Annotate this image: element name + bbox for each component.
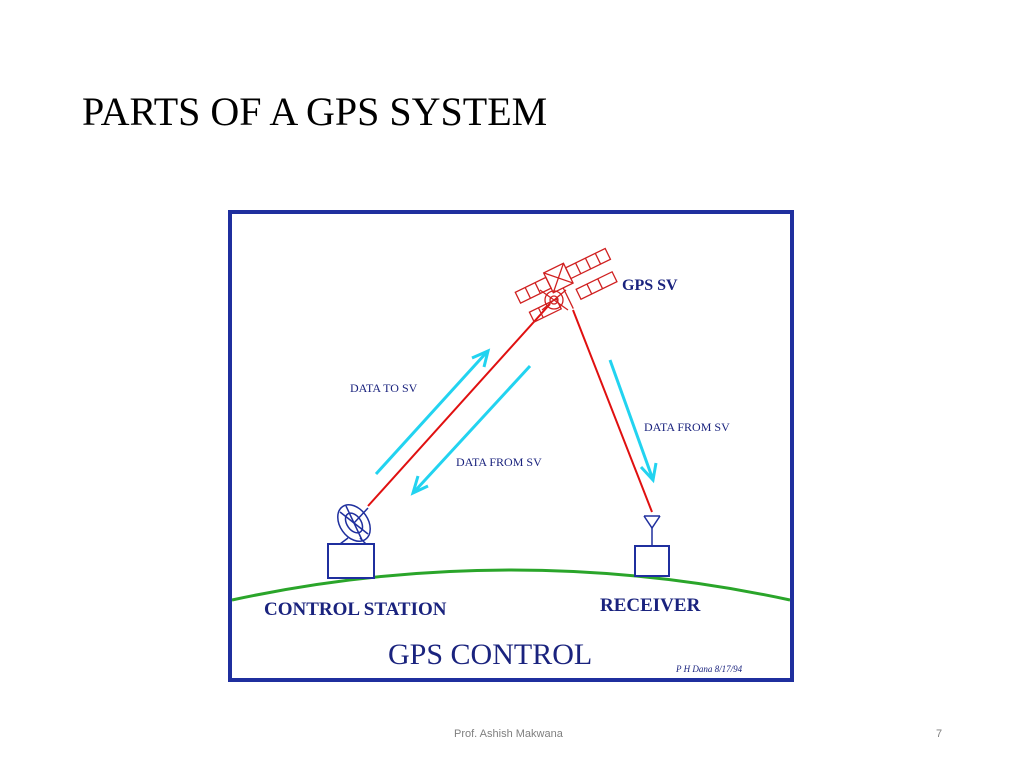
- dish-antenna-icon: [337, 504, 371, 545]
- label-data-from-sv-right: DATA FROM SV: [644, 420, 730, 434]
- footer-author: Prof. Ashish Makwana: [454, 728, 563, 740]
- label-data-from-sv-left: DATA FROM SV: [456, 455, 542, 469]
- diagram-frame: [228, 210, 794, 682]
- downlink-signal-line: [572, 309, 653, 513]
- control-station-building: [327, 543, 375, 579]
- diagram-svg: GPS SV DATA TO SV DATA FROM SV DATA FROM…: [228, 210, 794, 682]
- page-number: 7: [936, 728, 943, 740]
- label-receiver: RECEIVER: [600, 595, 701, 616]
- earth-surface: [231, 568, 791, 602]
- gps-system-diagram: GPS SV DATA TO SV DATA FROM SV DATA FROM…: [228, 210, 794, 682]
- slide-title: PARTS OF A GPS SYSTEM: [82, 89, 548, 134]
- data-from-sv-left-arrow: [410, 364, 532, 496]
- uplink-signal-line: [367, 303, 551, 507]
- receiver-unit: [634, 545, 670, 577]
- data-to-sv-arrow: [374, 348, 491, 476]
- label-credit: P H Dana 8/17/94: [675, 664, 743, 674]
- receiver-antenna-icon: [643, 515, 661, 546]
- label-control-station: CONTROL STATION: [264, 599, 447, 620]
- label-gps-control: GPS CONTROL: [388, 638, 592, 671]
- satellite-icon: [514, 247, 618, 323]
- label-data-to-sv: DATA TO SV: [350, 381, 418, 395]
- label-gps-sv: GPS SV: [622, 277, 678, 294]
- data-from-sv-right-arrow: [608, 359, 658, 484]
